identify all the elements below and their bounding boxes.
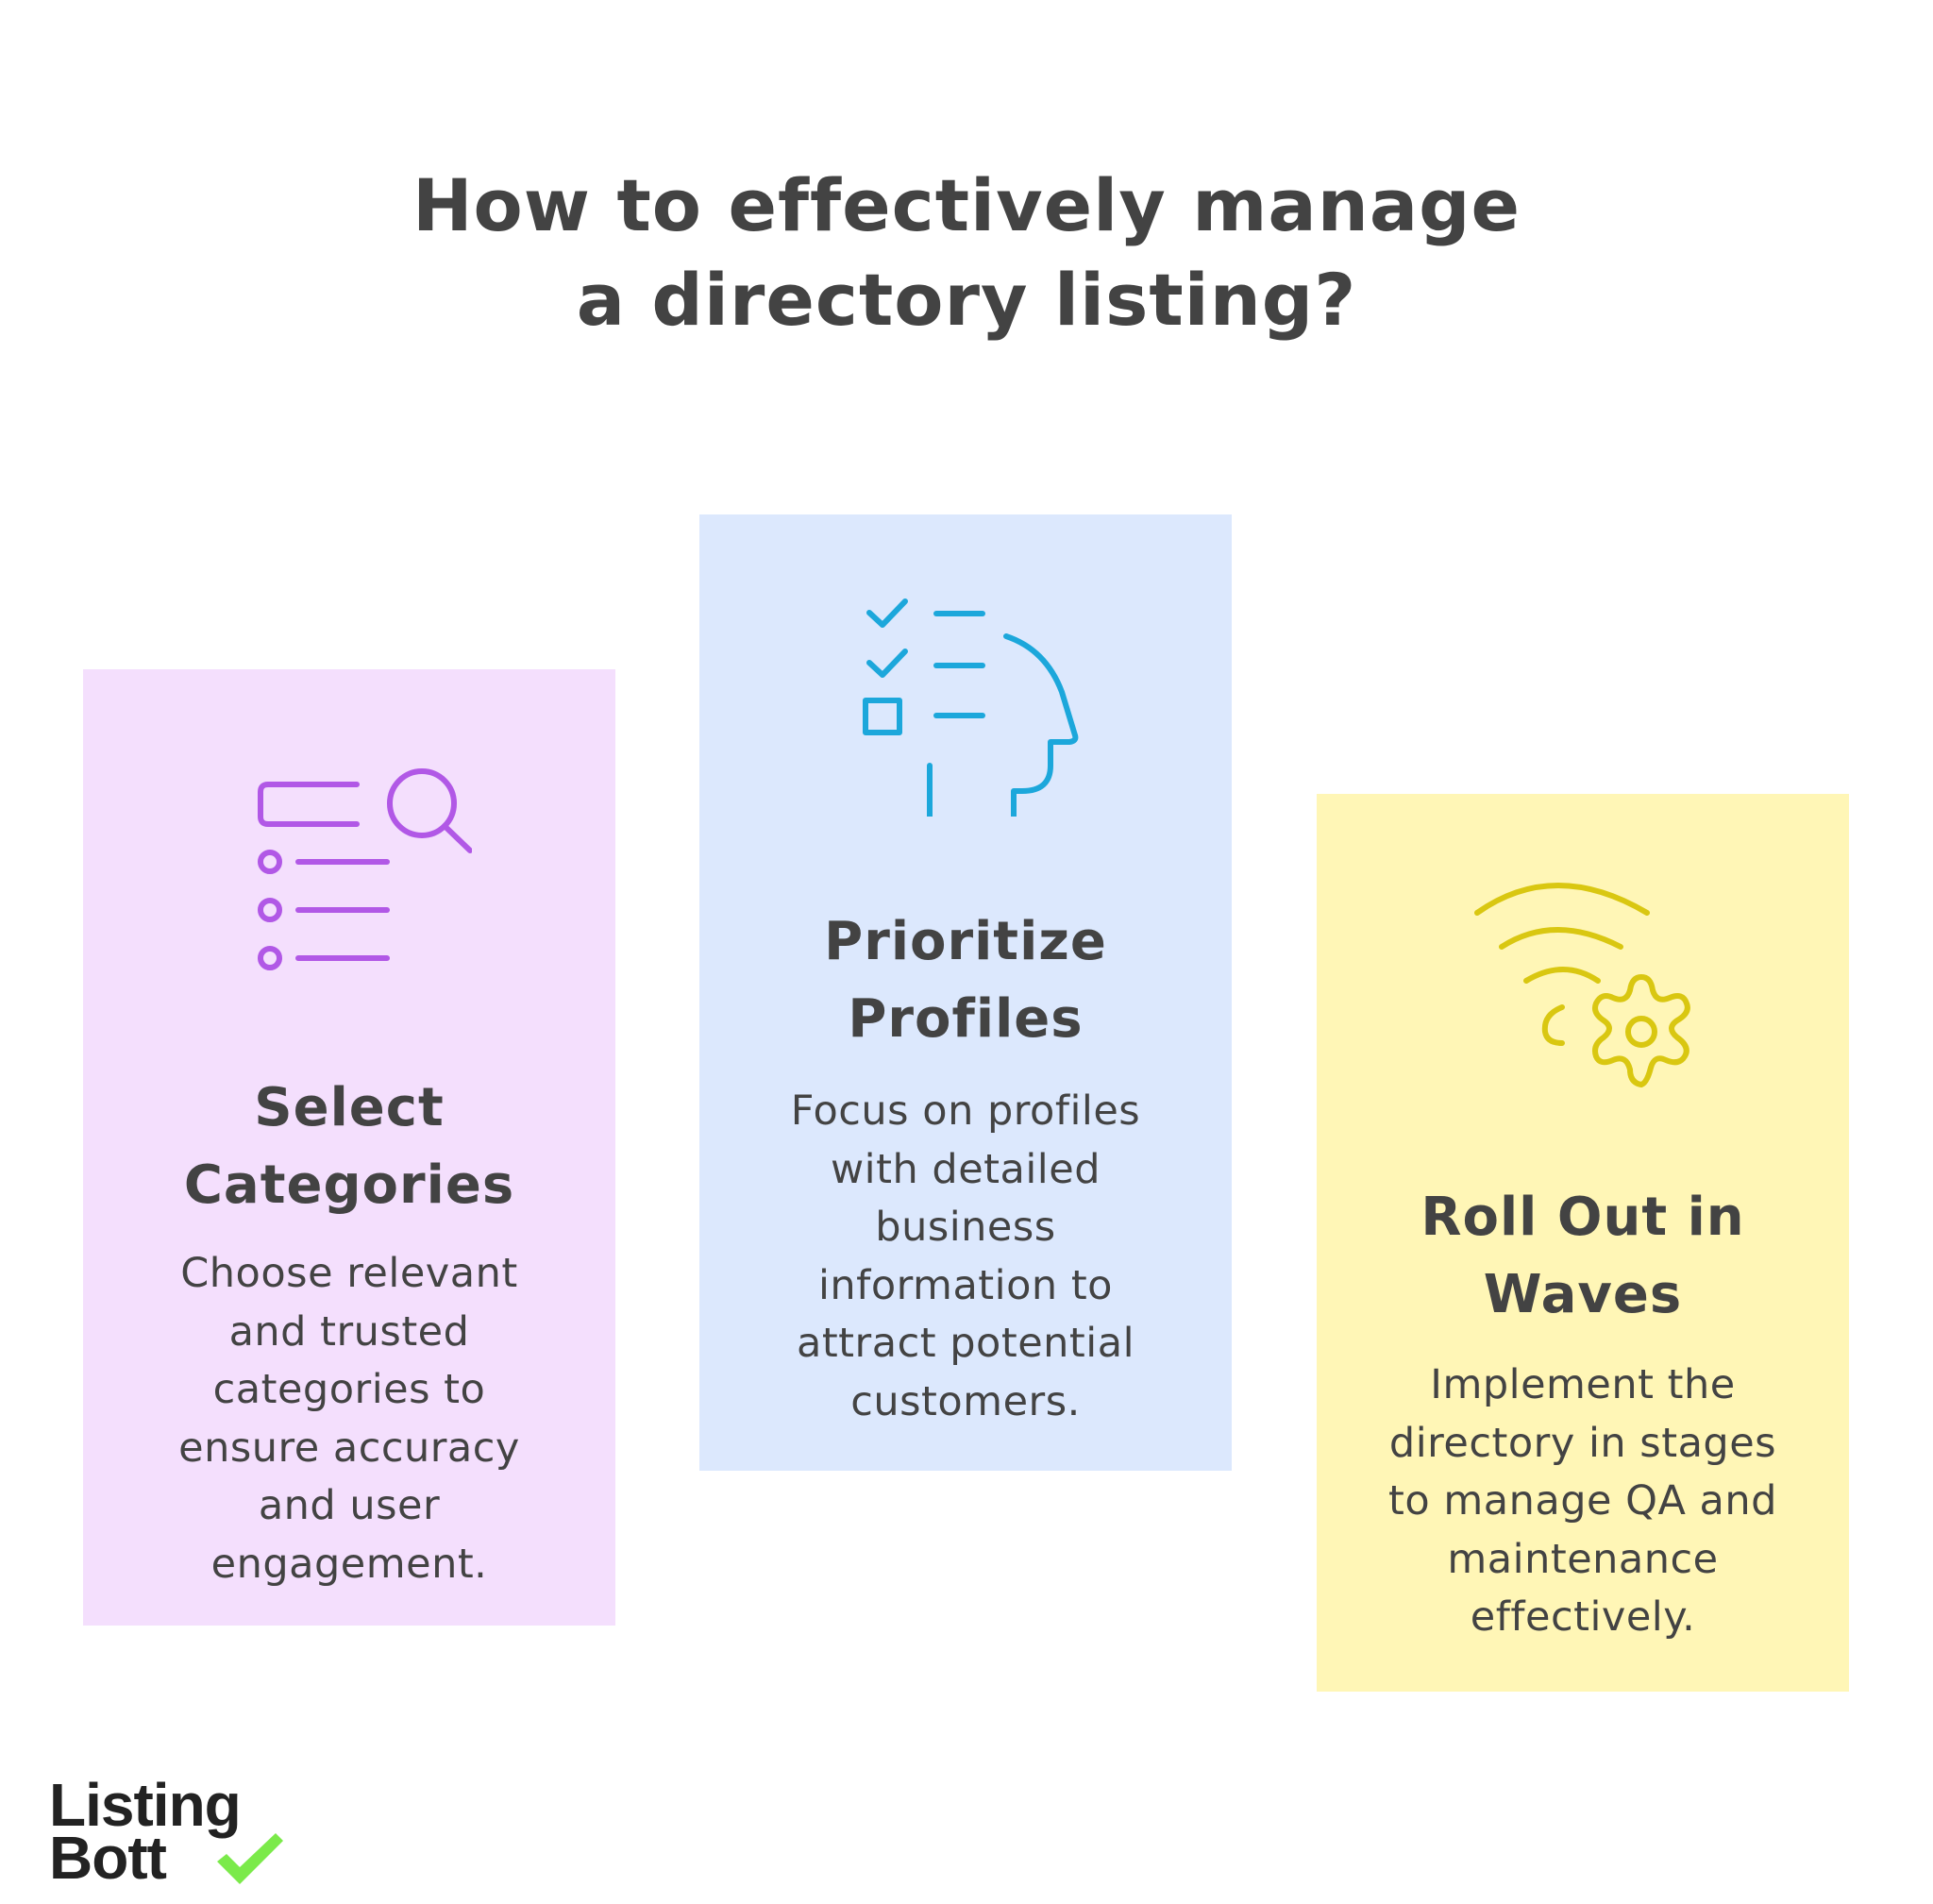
card-heading: Select Categories: [183, 1077, 515, 1216]
card-description: Implement the directory in stages to man…: [1388, 1361, 1777, 1641]
logo-text-line-2: Bott: [49, 1824, 167, 1892]
waves-gear-icon: [1317, 871, 1849, 1098]
card-description: Focus on profiles with detailed business…: [790, 1087, 1141, 1425]
checkmark-icon: [217, 1833, 283, 1884]
card-heading: Roll Out in Waves: [1420, 1187, 1745, 1325]
page-title: How to effectively manage a directory li…: [0, 159, 1933, 347]
card-description: Choose relevant and trusted categories t…: [178, 1250, 520, 1588]
listingbott-logo: Listing Bott: [49, 1771, 294, 1892]
card-select-categories: Select Categories Choose relevant and tr…: [83, 669, 615, 1626]
list-search-icon: [83, 762, 615, 988]
card-roll-out-in-waves: Roll Out in Waves Implement the director…: [1317, 794, 1849, 1692]
page-title-line-1: How to effectively manage: [412, 163, 1521, 247]
card-prioritize-profiles: Prioritize Profiles Focus on profiles wi…: [699, 514, 1232, 1471]
logo-text-line-1: Listing: [49, 1771, 242, 1839]
page-title-line-2: a directory listing?: [576, 258, 1357, 342]
checklist-head-icon: [699, 590, 1232, 817]
card-heading: Prioritize Profiles: [824, 911, 1107, 1050]
